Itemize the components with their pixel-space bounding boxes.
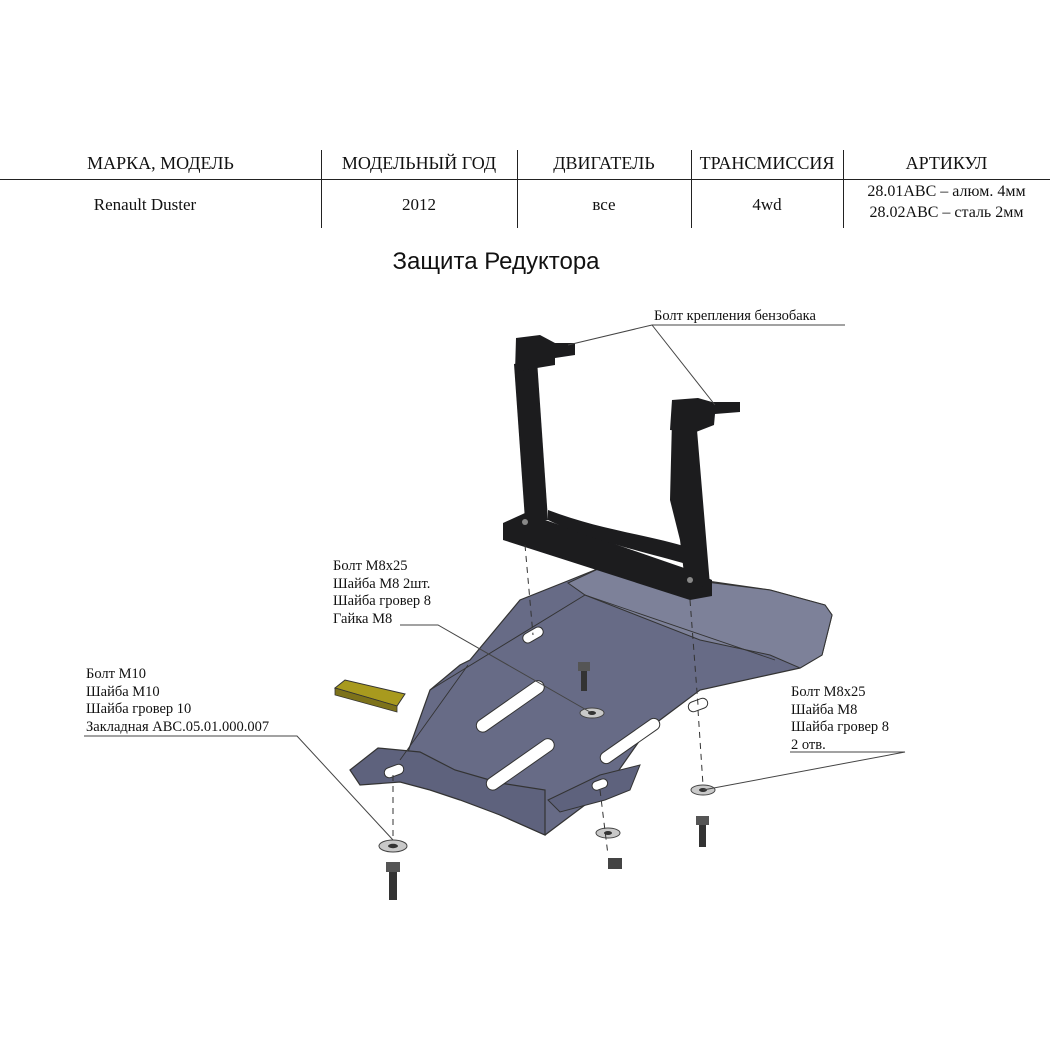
callout-line: Шайба М10 bbox=[86, 683, 160, 700]
article-aluminium: 28.01ABC – алюм. 4мм bbox=[867, 183, 1026, 200]
fastener-left bbox=[378, 839, 408, 900]
fastener-center-bolt bbox=[578, 662, 605, 719]
column-divider bbox=[321, 150, 322, 228]
bracket-web bbox=[548, 510, 690, 565]
callout-left-fasteners: Болт М10 Шайба М10 Шайба гровер 10 Закла… bbox=[86, 666, 269, 736]
table-divider bbox=[0, 179, 1050, 180]
fastener-right bbox=[690, 784, 716, 847]
plate-slot bbox=[485, 738, 555, 791]
plate-slot bbox=[383, 763, 405, 779]
cell-model: Renault Duster bbox=[93, 195, 197, 214]
callout-line: 2 отв. bbox=[791, 736, 826, 753]
cell-article: 28.01ABC – алюм. 4мм 28.02ABC – сталь 2м… bbox=[843, 181, 1050, 223]
callout-line: Гайка М8 bbox=[333, 610, 393, 627]
callout-line: Болт М8х25 bbox=[333, 558, 408, 574]
column-divider bbox=[843, 150, 844, 228]
callout-line: Болт М10 bbox=[86, 666, 146, 682]
header-year: МОДЕЛЬНЫЙ ГОД bbox=[341, 153, 497, 173]
article-steel: 28.02ABC – сталь 2мм bbox=[869, 204, 1024, 221]
plate-slot bbox=[599, 717, 661, 765]
bracket-left-arm bbox=[514, 360, 548, 520]
page-title: Защита Редуктора bbox=[392, 248, 600, 275]
cell-transmission: 4wd bbox=[752, 195, 782, 214]
callout-line: Шайба М8 2шт. bbox=[333, 575, 431, 592]
bracket-left-tab bbox=[515, 335, 575, 372]
callout-line: Закладная ABC.05.01.000.007 bbox=[86, 718, 270, 735]
callout-line: Шайба гровер 8 bbox=[791, 719, 890, 735]
callout-tank-bolt: Болт крепления бензобака bbox=[654, 308, 816, 324]
leader-lines bbox=[84, 324, 906, 841]
header-article: АРТИКУЛ bbox=[905, 153, 988, 173]
header-model: МАРКА, МОДЕЛЬ bbox=[87, 153, 234, 173]
plate-slot bbox=[687, 697, 709, 713]
bracket-right-arm bbox=[670, 418, 710, 590]
cell-engine: все bbox=[592, 195, 616, 214]
plate-slot bbox=[591, 778, 609, 791]
tank-bracket bbox=[503, 335, 740, 600]
callout-line: Шайба гровер 8 bbox=[333, 593, 432, 609]
column-divider bbox=[691, 150, 692, 228]
bracket-right-tab bbox=[670, 398, 740, 432]
fastener-center-nut bbox=[595, 827, 622, 869]
skid-plate bbox=[349, 567, 833, 836]
callout-line: Шайба гровер 10 bbox=[86, 701, 192, 717]
callout-center-fasteners: Болт М8х25 Шайба М8 2шт. Шайба гровер 8 … bbox=[333, 558, 431, 628]
assembly-axes bbox=[392, 544, 704, 856]
bracket-base bbox=[503, 513, 712, 600]
header-transmission: ТРАНСМИССИЯ bbox=[699, 153, 835, 173]
callout-line: Шайба М8 bbox=[791, 701, 858, 718]
plate-slot bbox=[475, 680, 545, 733]
header-engine: ДВИГАТЕЛЬ bbox=[553, 153, 655, 173]
callout-right-fasteners: Болт М8х25 Шайба М8 Шайба гровер 8 2 отв… bbox=[791, 684, 889, 754]
column-divider bbox=[517, 150, 518, 228]
callout-line: Болт М8х25 bbox=[791, 684, 866, 700]
cell-year: 2012 bbox=[402, 195, 436, 214]
spec-table: МАРКА, МОДЕЛЬ МОДЕЛЬНЫЙ ГОД ДВИГАТЕЛЬ ТР… bbox=[0, 150, 1050, 230]
